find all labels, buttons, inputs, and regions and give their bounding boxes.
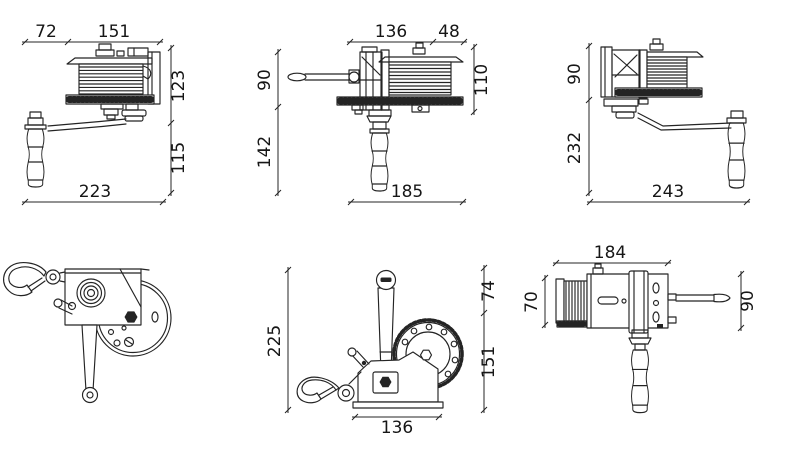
dim-label-gear-width: 48	[438, 22, 460, 42]
dim-label-upper-height: 90	[255, 69, 275, 91]
drum-flange	[555, 278, 565, 324]
view-bottom-right: 184 70 90	[522, 243, 758, 414]
dim-label-overall-length: 243	[652, 182, 684, 202]
dim-label-drum-width: 136	[375, 22, 407, 42]
dim-label-handle-drop: 142	[255, 136, 275, 168]
clamp-band	[628, 270, 649, 334]
pawl-spring	[142, 65, 152, 80]
view-bottom-left	[3, 262, 172, 404]
dimensions: 72 151 123 115 223	[21, 22, 189, 206]
dim-label-drum-width: 151	[98, 22, 130, 42]
dim-label-overall-length: 185	[391, 182, 423, 202]
dim-label-body-height: 110	[472, 64, 492, 96]
dim-label-overall-length: 223	[79, 182, 111, 202]
view-top-middle: 136 48 90 142 110 185	[255, 22, 492, 206]
winch-body-side	[287, 42, 464, 134]
crank-hub	[121, 109, 147, 117]
dim-label-base-width: 136	[381, 418, 413, 438]
dim-label-overall-height: 225	[265, 325, 285, 357]
handle-rod	[304, 73, 351, 81]
dim-label-overall-length: 184	[594, 243, 626, 263]
winch-face-view	[347, 347, 444, 409]
crank-grip	[370, 132, 389, 192]
hook-eye	[337, 384, 355, 402]
winch-face-view	[53, 268, 172, 357]
dim-label-handle-drop: 232	[565, 132, 585, 164]
cable	[348, 371, 362, 385]
pawl-lever	[58, 299, 73, 315]
crank-arm	[47, 118, 127, 132]
dim-label-upper-height: 74	[479, 280, 499, 302]
top-plate	[378, 56, 464, 63]
view-bottom-middle: 225 74 151 136	[265, 264, 499, 438]
top-plate	[646, 51, 704, 58]
mount-handle	[81, 324, 99, 404]
crank-grip	[726, 110, 747, 189]
rod-tip	[713, 293, 731, 303]
view-top-left: 72 151 123 115 223	[21, 22, 189, 206]
top-plate	[66, 57, 153, 65]
mounting-base	[352, 401, 444, 409]
dimensions: 184 70 90	[522, 243, 758, 332]
dim-label-handle-drop: 115	[169, 142, 189, 174]
drum-axle	[86, 288, 96, 298]
crank-grip	[24, 111, 47, 188]
dim-label-offset: 72	[35, 22, 57, 42]
crank-grip	[628, 329, 652, 414]
winch-body-side	[600, 38, 732, 131]
cable-drum	[78, 63, 144, 95]
view-top-right: 90 232 243	[565, 38, 751, 206]
hook	[3, 262, 61, 297]
crank-arm	[637, 112, 732, 131]
handle-rod	[675, 294, 715, 302]
dim-label-body-height: 90	[565, 63, 585, 85]
safety-latch	[27, 277, 46, 292]
axle-hex	[419, 349, 433, 361]
winch-body-side	[47, 43, 161, 132]
handle-rod-eye	[287, 72, 307, 82]
dim-label-lower-height: 151	[479, 346, 499, 378]
slot	[597, 296, 619, 305]
dim-label-drum-width: 70	[522, 291, 542, 313]
dim-label-body-width: 90	[738, 290, 758, 312]
safety-latch	[318, 386, 337, 400]
crank-hub	[368, 109, 392, 117]
frame-plate	[600, 46, 613, 98]
dimensions: 136 48 90 142 110 185	[255, 22, 492, 206]
dimensions: 90 232 243	[565, 42, 751, 206]
crank-hub	[603, 98, 639, 107]
hook	[296, 376, 355, 404]
dimensions: 225 74 151 136	[265, 264, 499, 438]
winch-top-view	[555, 263, 731, 334]
axle-nut	[124, 311, 138, 323]
hook-eye	[45, 269, 61, 285]
dim-label-body-height: 123	[169, 70, 189, 102]
